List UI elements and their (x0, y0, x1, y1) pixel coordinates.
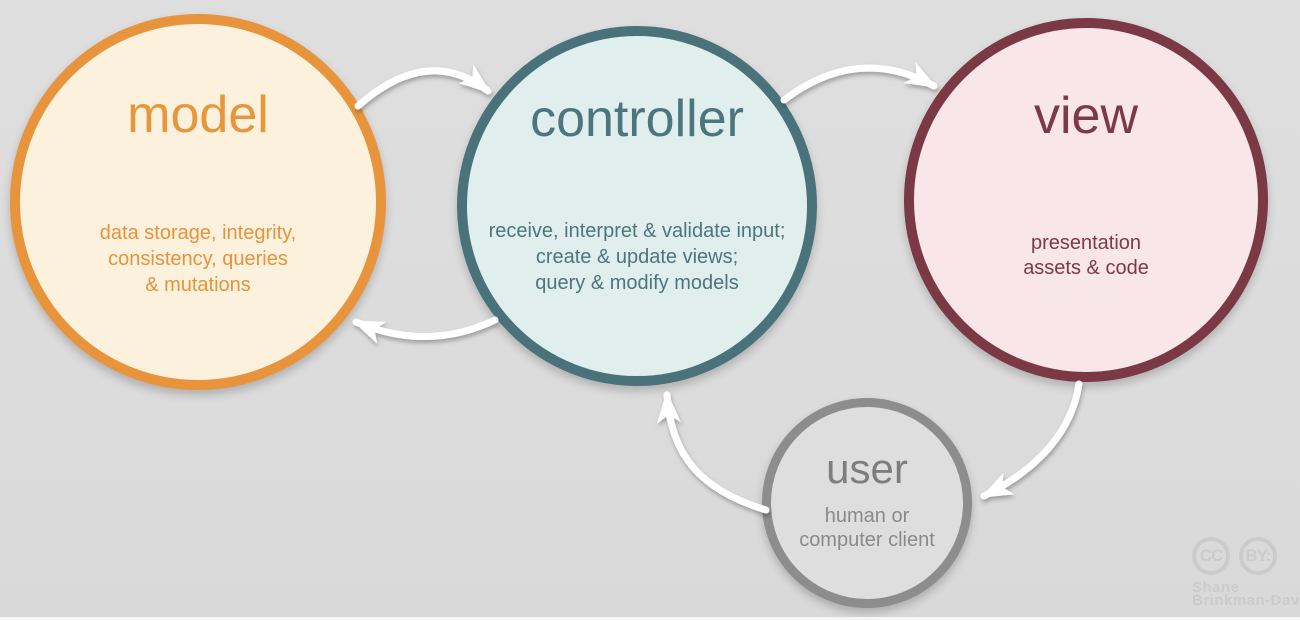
node-view-title: view (1033, 87, 1139, 145)
node-model-title: model (127, 86, 269, 144)
cc-by-icon: BY: (1239, 537, 1277, 575)
cc-badges: CC BY: (1192, 537, 1300, 575)
node-view-description: presentation assets & code (1023, 232, 1149, 279)
node-user-title: user (826, 445, 908, 492)
node-controller-description: receive, interpret & validate input; cre… (488, 220, 786, 294)
node-model-description: data storage, integrity, consistency, qu… (99, 222, 297, 296)
attribution-author-first-name: Shane (1192, 579, 1240, 596)
attribution-author-last-name: Brinkman-Davis (1192, 592, 1300, 609)
cc-icon: CC (1192, 537, 1230, 575)
attribution-author: Shane Brinkman-Davis (1192, 579, 1300, 609)
node-controller-title: controller (530, 90, 744, 148)
cc-icon-label: CC (1199, 546, 1224, 565)
cc-by-icon-label: BY: (1245, 546, 1271, 565)
arrow-view-to-user (980, 380, 1083, 500)
node-model: model data storage, integrity, consisten… (10, 14, 386, 390)
node-controller: controller receive, interpret & validate… (457, 26, 817, 386)
node-view: view presentation assets & code (904, 18, 1268, 382)
bottom-edge-highlight (0, 617, 1300, 620)
attribution: CC BY: Shane Brinkman-Davis (1192, 537, 1300, 609)
arrow-controller-to-model (352, 316, 499, 344)
arrow-user-to-controller (656, 391, 770, 514)
node-user: user human or computer client (762, 398, 972, 608)
node-user-description: human or computer client (799, 505, 935, 551)
